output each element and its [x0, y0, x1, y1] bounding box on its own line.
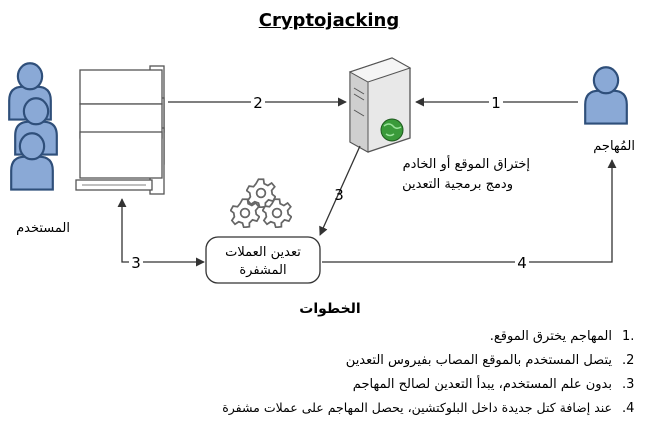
step-1-num: 1.: [622, 329, 634, 344]
step-3-num: .3: [622, 377, 634, 392]
mining-label-line1: تعدين العملات: [225, 245, 301, 260]
step-4-text: عند إضافة كتل جديدة داخل البلوكتشين، يحص…: [222, 400, 612, 416]
step-2-text: يتصل المستخدم بالموقع المصاب بفيروس التع…: [346, 353, 613, 368]
arrow-3-user-label: 3: [131, 254, 141, 272]
step-2-num: .2: [622, 353, 634, 368]
arrow-1-label: 1: [491, 94, 501, 112]
gears-icon: [230, 178, 292, 228]
step-4-num: .4: [622, 401, 634, 416]
attacker-label: المُهاجم: [593, 139, 635, 154]
computer-stack-icon: [75, 65, 165, 195]
server-caption-line1: إختراق الموقع أو الخادم: [403, 155, 530, 172]
globe-icon: [380, 118, 404, 142]
diagram-title: Cryptojacking: [258, 10, 400, 31]
arrow-4: [322, 159, 617, 263]
server-caption-line2: ودمج برمجية التعدين: [402, 177, 513, 192]
arrow-3-server: [319, 145, 361, 236]
steps-heading: الخطوات: [299, 301, 360, 317]
step-3-text: بدون علم المستخدم، يبدأ التعدين لصالح ال…: [353, 375, 612, 392]
mining-label-line2: المشفرة: [239, 263, 286, 278]
server-icon: [348, 57, 412, 153]
user-label: المستخدم: [16, 221, 70, 236]
users-icon: [8, 62, 58, 191]
mining-box: [205, 236, 321, 284]
arrow-3-server-label: 3: [334, 186, 344, 204]
step-1-text: المهاجم يخترق الموقع.: [490, 329, 612, 344]
arrow-2-label: 2: [253, 94, 263, 112]
arrow-3-user: [117, 198, 205, 267]
attacker-icon: [584, 66, 628, 125]
arrow-4-label: 4: [517, 254, 527, 272]
